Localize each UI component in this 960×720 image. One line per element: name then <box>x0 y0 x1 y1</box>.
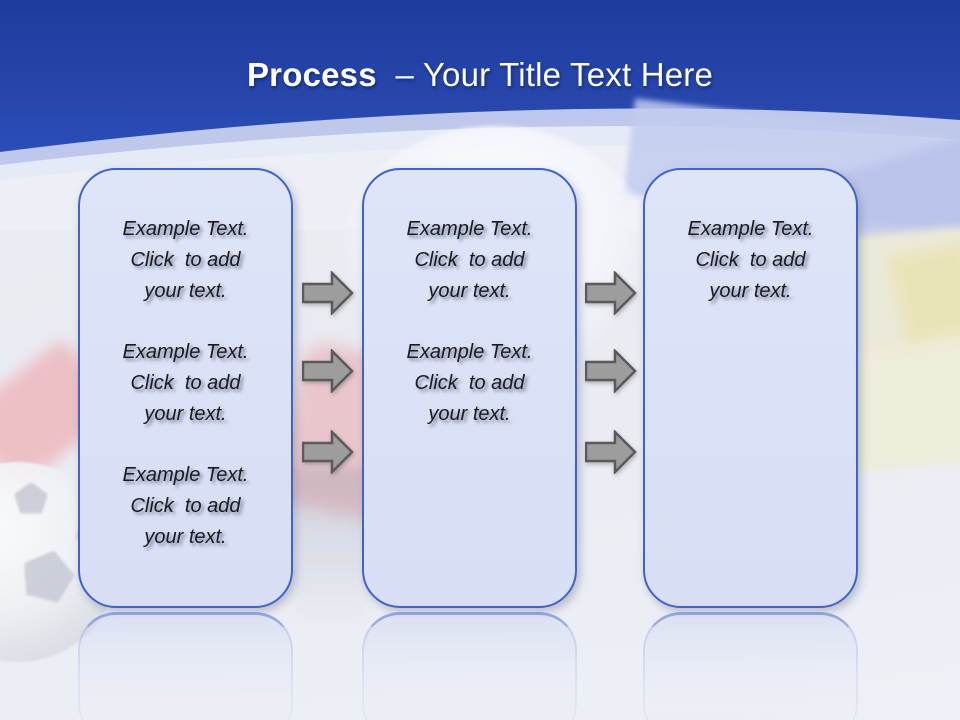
text-placeholder[interactable]: Example Text. Click to add your text. <box>406 341 533 425</box>
text-placeholder[interactable]: Example Text. Click to add your text. <box>122 464 249 548</box>
arrow-right-icon <box>302 430 354 474</box>
slide-title: Process – Your Title Text Here <box>0 52 960 98</box>
soccer-ball-patch <box>14 482 48 514</box>
text-placeholder[interactable]: Example Text. Click to add your text. <box>122 218 249 302</box>
title-rest: – Your Title Text Here <box>376 56 714 93</box>
arrow-right-icon <box>585 349 637 393</box>
text-placeholder[interactable]: Example Text. Click to add your text. <box>406 218 533 302</box>
title-keyword: Process <box>246 56 377 93</box>
process-box-step-2[interactable]: Example Text. Click to add your text. Ex… <box>362 168 577 608</box>
arrow-right-icon <box>302 349 354 393</box>
process-box-step-3[interactable]: Example Text. Click to add your text. <box>643 168 858 608</box>
process-box-step-1[interactable]: Example Text. Click to add your text. Ex… <box>78 168 293 608</box>
text-placeholder[interactable]: Example Text. Click to add your text. <box>122 341 249 425</box>
background-shadow <box>293 468 367 628</box>
box-reflection <box>643 612 858 720</box>
box-reflection <box>78 612 293 720</box>
soccer-ball-patch <box>17 544 80 605</box>
arrow-right-icon <box>585 430 637 474</box>
arrow-right-icon <box>302 271 354 315</box>
arrow-right-icon <box>585 271 637 315</box>
box-reflection <box>362 612 577 720</box>
text-placeholder[interactable]: Example Text. Click to add your text. <box>687 218 814 302</box>
